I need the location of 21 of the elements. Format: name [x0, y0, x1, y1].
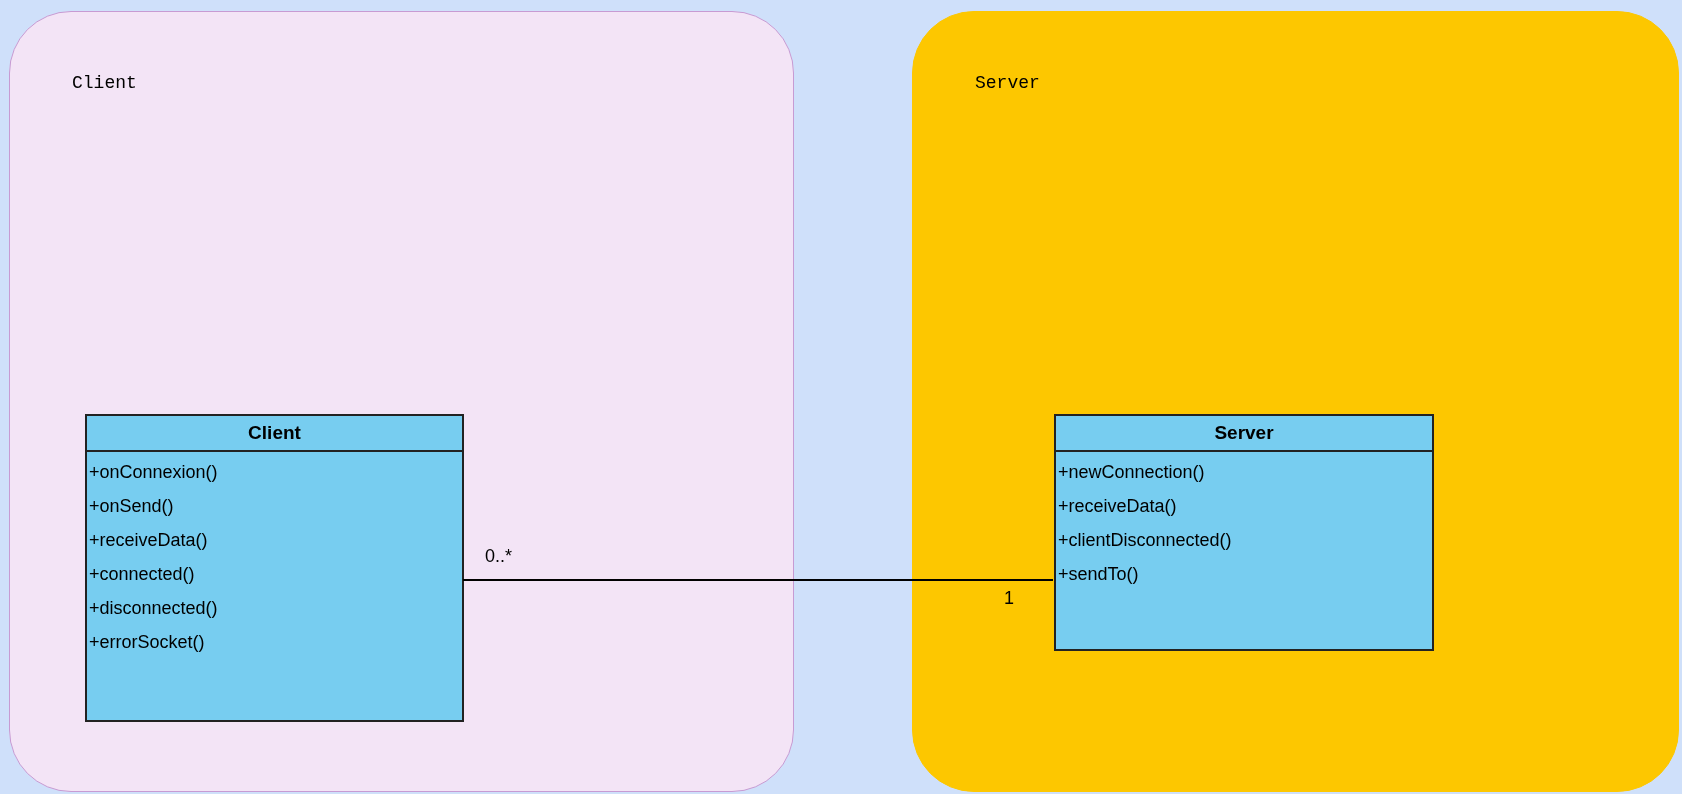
- method-text: +onSend(): [88, 495, 174, 518]
- class-name: Server: [1056, 416, 1432, 452]
- package-area: [912, 11, 1679, 792]
- method-text: +receiveData(): [88, 529, 208, 552]
- class-box: [85, 414, 464, 722]
- association-line: [462, 579, 1054, 581]
- method-text: +disconnected(): [88, 597, 218, 620]
- package-name: Client: [72, 72, 137, 95]
- method-text: +newConnection(): [1057, 461, 1205, 484]
- method-text: +sendTo(): [1057, 563, 1139, 586]
- method-text: +connected(): [88, 563, 195, 586]
- multiplicity-label: 1: [1004, 587, 1014, 610]
- class-box: [1054, 414, 1434, 651]
- method-text: +onConnexion(): [88, 461, 218, 484]
- method-text: +receiveData(): [1057, 495, 1177, 518]
- method-text: +errorSocket(): [88, 631, 205, 654]
- method-text: +clientDisconnected(): [1057, 529, 1232, 552]
- multiplicity-label: 0..*: [485, 545, 513, 568]
- package-area: [9, 11, 794, 792]
- package-name: Server: [975, 72, 1040, 95]
- class-name: Client: [87, 416, 462, 452]
